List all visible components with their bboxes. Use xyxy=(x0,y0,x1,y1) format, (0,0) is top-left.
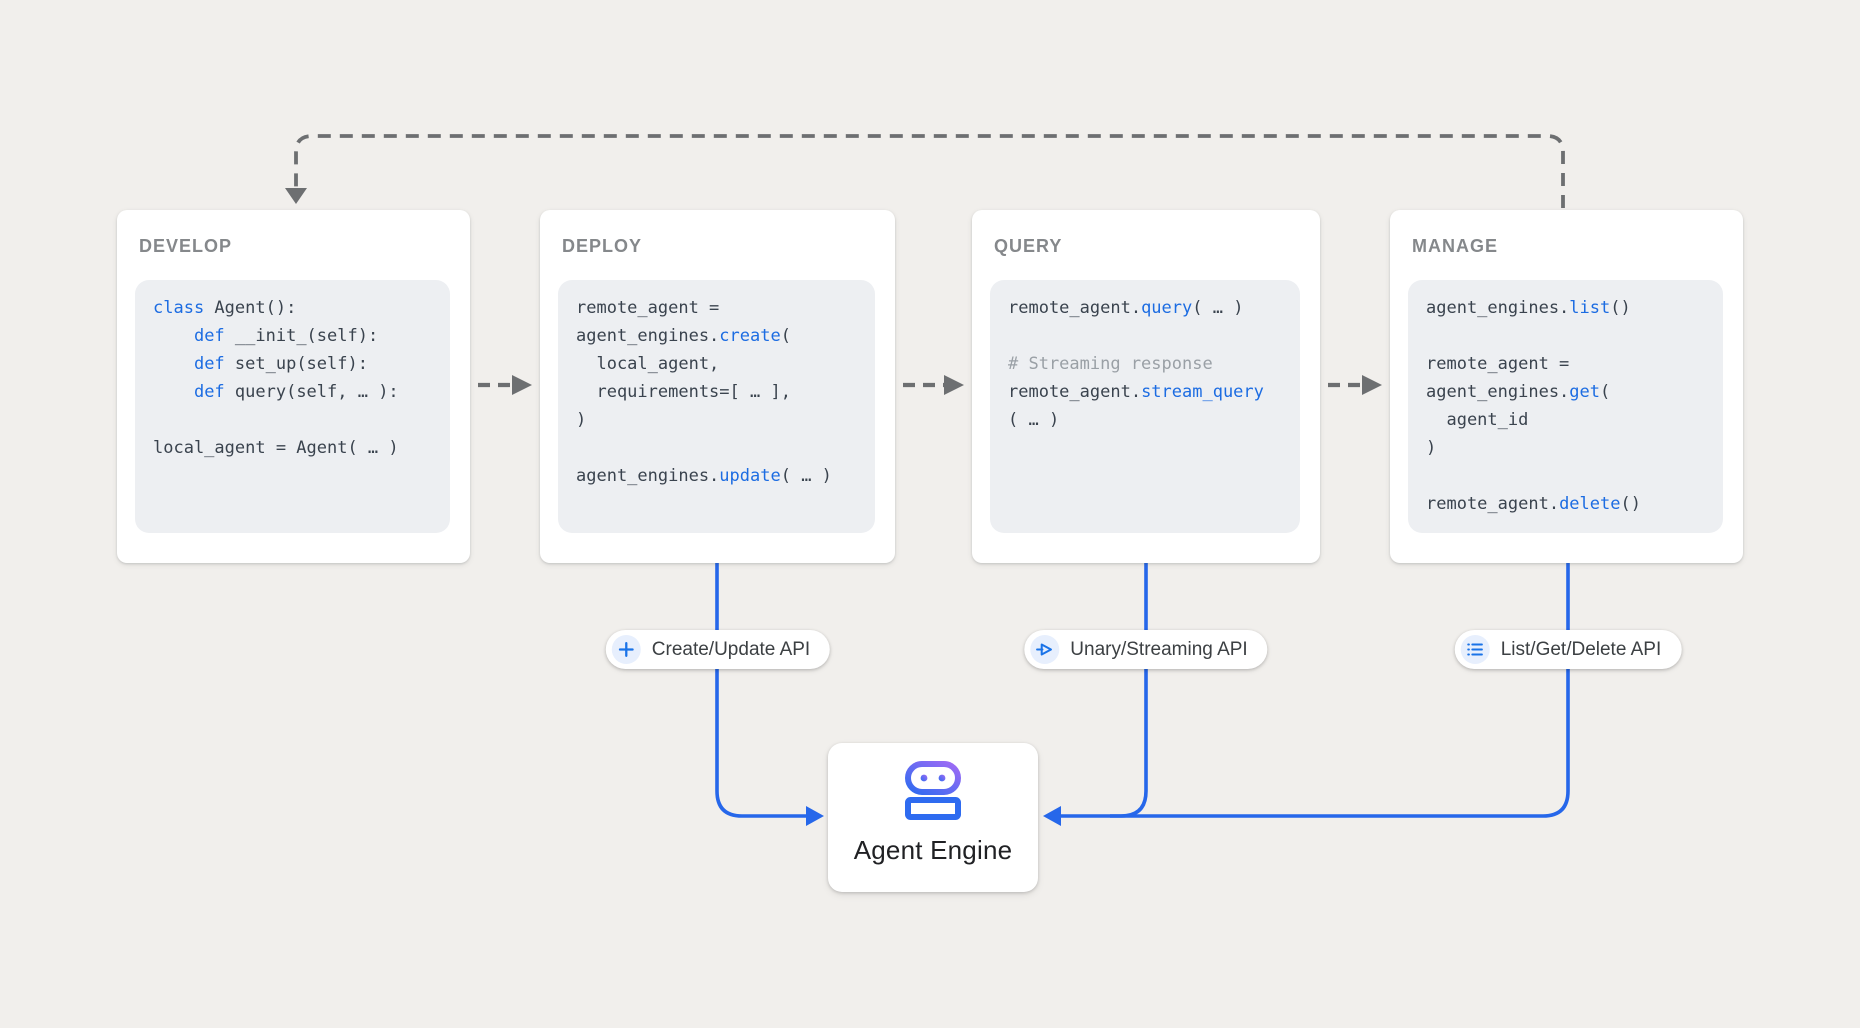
query-to-engine-line xyxy=(1061,563,1148,818)
develop-code-block: class Agent(): def __init_(self): def se… xyxy=(135,280,450,533)
send-icon xyxy=(1030,635,1060,664)
deploy-card-title: DEPLOY xyxy=(562,236,643,256)
query-card: QUERY remote_agent.query( … ) # Streamin… xyxy=(972,210,1320,563)
badge-label: Unary/Streaming API xyxy=(1070,638,1248,660)
develop-card-title: DEVELOP xyxy=(139,236,233,256)
unary-streaming-api-badge: Unary/Streaming API xyxy=(1024,630,1268,669)
manage-code-block: agent_engines.list() remote_agent =agent… xyxy=(1408,280,1723,533)
manage-to-engine-line xyxy=(1110,563,1570,818)
develop-to-deploy-arrowhead xyxy=(512,375,532,395)
manage-card-title: MANAGE xyxy=(1412,236,1498,256)
badge-label: Create/Update API xyxy=(651,638,811,660)
develop-card: DEVELOP class Agent(): def __init_(self)… xyxy=(117,210,470,563)
deploy-to-engine-arrowhead xyxy=(806,806,824,826)
deploy-to-engine-line xyxy=(715,563,806,818)
deploy-to-query-arrowhead xyxy=(944,375,964,395)
create-update-api-badge: Create/Update API xyxy=(605,630,831,669)
agent-engine-label: Agent Engine xyxy=(853,835,1013,865)
query-to-manage-arrowhead xyxy=(1362,375,1382,395)
manage-card: MANAGE agent_engines.list() remote_agent… xyxy=(1390,210,1743,563)
manage-to-develop-cycle-arrow xyxy=(294,134,1565,208)
robot-icon xyxy=(904,760,962,825)
cycle-arrowhead xyxy=(285,188,307,204)
query-code-block: remote_agent.query( … ) # Streaming resp… xyxy=(990,280,1300,533)
list-bullets-icon xyxy=(1460,635,1490,664)
agent-engine-node: Agent Engine xyxy=(828,743,1038,892)
badge-label: List/Get/Delete API xyxy=(1500,638,1662,660)
deploy-card: DEPLOY remote_agent =agent_engines.creat… xyxy=(540,210,895,563)
query-to-engine-arrowhead xyxy=(1043,806,1061,826)
plus-icon xyxy=(611,635,641,664)
list-get-delete-api-badge: List/Get/Delete API xyxy=(1454,630,1682,669)
query-card-title: QUERY xyxy=(994,236,1063,256)
deploy-code-block: remote_agent =agent_engines.create( loca… xyxy=(558,280,875,533)
